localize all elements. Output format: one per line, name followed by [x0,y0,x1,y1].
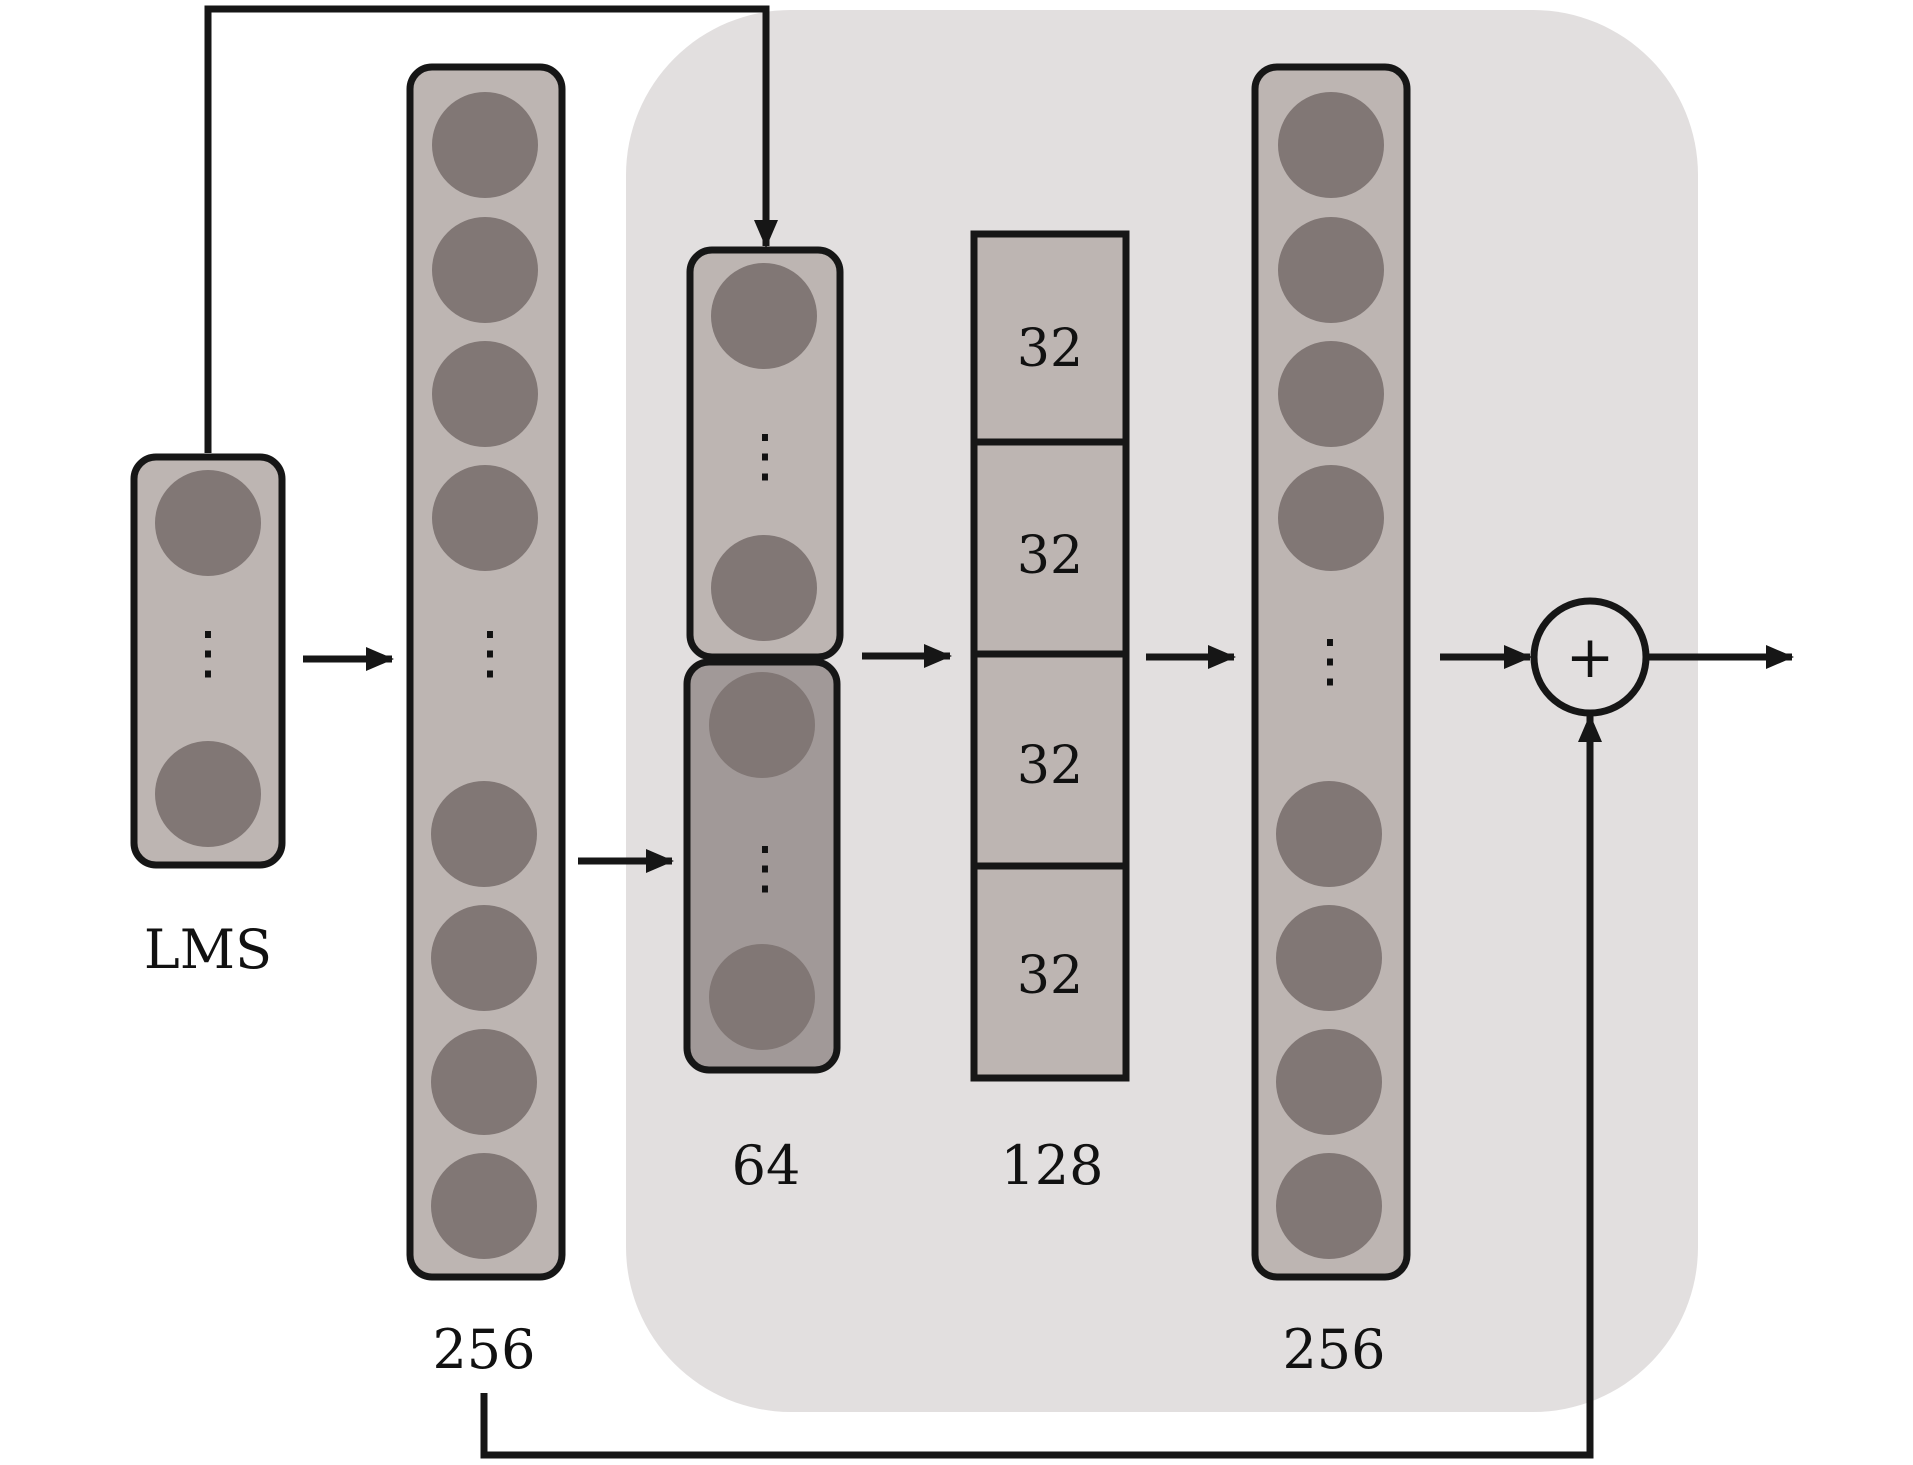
neuron [1276,781,1382,887]
circle-plus-icon: + [1530,597,1650,717]
sum-symbol: + [1566,623,1615,691]
neuron [1278,465,1384,571]
neuron [155,741,261,847]
input-layer: ⋮ LMS [130,453,286,981]
neuron [155,470,261,576]
split-layer-label: 64 [732,1134,801,1197]
neuron [711,263,817,369]
hidden-layer-2-label: 256 [1282,1318,1385,1381]
neuron [1276,1153,1382,1259]
group-cell [970,438,1130,658]
neuron [431,905,537,1011]
hidden-layer-1: ⋮ 256 [406,63,566,1381]
residual-block-panel [626,10,1698,1412]
vertical-ellipsis-icon: ⋮ [461,618,519,686]
neuron [432,465,538,571]
vertical-ellipsis-icon: ⋮ [1301,626,1359,694]
vertical-ellipsis-icon: ⋮ [179,618,237,686]
arrow-icon [204,5,778,453]
group-layer: 32 32 32 32 128 [970,230,1130,1197]
vertical-ellipsis-icon: ⋮ [736,421,794,489]
group-cell-label: 32 [1017,319,1083,379]
group-cell-label: 32 [1017,946,1083,1006]
connections [204,5,1794,1459]
hidden-layer-1-label: 256 [432,1318,535,1381]
neuron [432,341,538,447]
neuron [1276,1029,1382,1135]
neuron [1278,92,1384,198]
neuron [1278,217,1384,323]
neuron [432,217,538,323]
arrow-icon [480,714,1602,1459]
group-cell [970,650,1130,870]
group-cell-label: 32 [1017,526,1083,586]
neuron [709,672,815,778]
neuron [711,535,817,641]
vertical-ellipsis-icon: ⋮ [736,833,794,901]
neuron [432,92,538,198]
neuron [1276,905,1382,1011]
input-layer-label: LMS [144,918,272,981]
group-cell-label: 32 [1017,736,1083,796]
neuron [431,1153,537,1259]
split-layer: ⋮ ⋮ 64 [683,246,844,1197]
neuron [1278,341,1384,447]
neuron [431,1029,537,1135]
group-cell [970,230,1130,446]
group-layer-label: 128 [1000,1134,1103,1197]
neuron [709,944,815,1050]
hidden-layer-2: ⋮ 256 [1251,63,1411,1381]
group-cell [970,862,1130,1082]
neuron [431,781,537,887]
